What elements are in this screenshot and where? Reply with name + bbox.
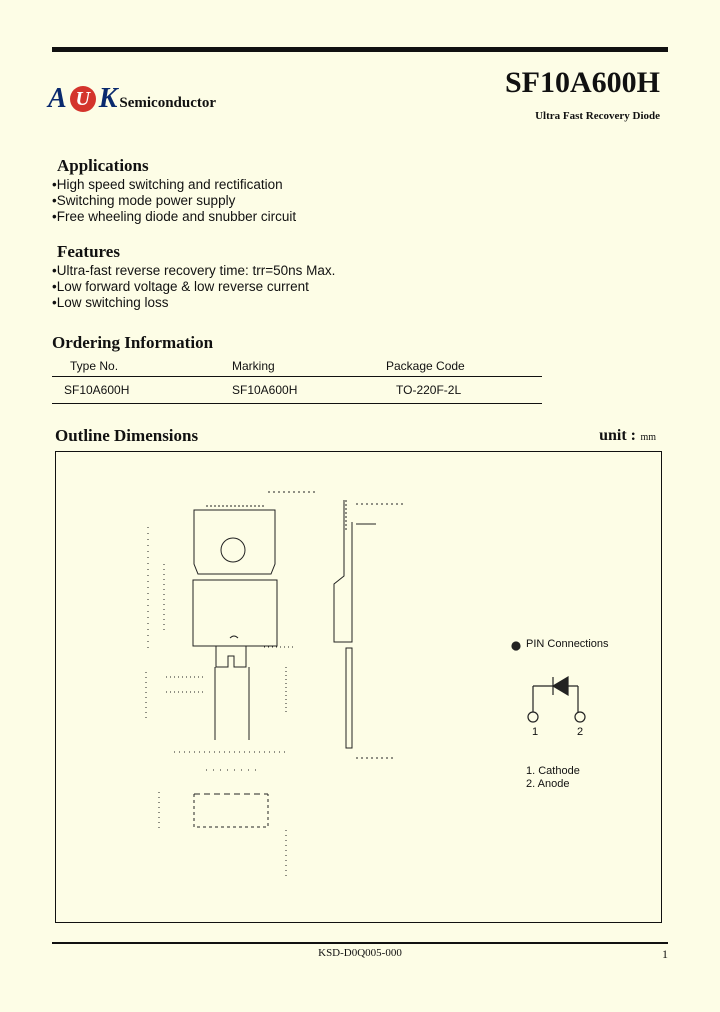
outline-dimensions-box: PIN Connections 1 2 1. Cathode 2. Anode [55,451,662,923]
bottom-rule [52,942,668,944]
part-number-title: SF10A600H [504,66,660,99]
applications-title: Applications [57,156,149,175]
cell-package-code: TO-220F-2L [372,376,542,404]
logo-ball-u: U [69,86,96,112]
pin-list: 1. Cathode 2. Anode [526,765,580,791]
part-subtitle: Ultra Fast Recovery Diode [535,110,660,122]
list-item: 1. Cathode [526,765,580,777]
table-header-row: Type No. Marking Package Code [52,356,542,377]
logo-semiconductor: Semiconductor [119,94,217,111]
col-package-code: Package Code [372,356,542,377]
col-type-no: Type No. [52,356,232,377]
unit-text: unit : [599,427,636,444]
pin-connections-title: PIN Connections [526,638,609,650]
page-number: 1 [662,947,668,961]
features-title: Features [57,242,120,261]
diode-symbol [511,641,586,723]
pin1-number: 1 [532,726,539,738]
list-item: Free wheeling diode and snubber circuit [52,209,296,225]
pin2-number: 2 [577,726,584,738]
list-item: Switching mode power supply [52,193,296,209]
logo-letter-a: A [48,83,67,114]
table-row: SF10A600H SF10A600H TO-220F-2L [52,376,542,404]
list-item: Ultra-fast reverse recovery time: trr=50… [52,263,336,279]
col-marking: Marking [232,356,372,377]
ordering-table: Type No. Marking Package Code SF10A600H … [52,356,542,404]
features-list: Ultra-fast reverse recovery time: trr=50… [52,263,336,311]
list-item: High speed switching and rectification [52,177,296,193]
footer-doc-number: KSD-D0Q005-000 [318,947,402,959]
list-item: Low switching loss [52,295,335,311]
list-item: Low forward voltage & low reverse curren… [52,279,335,295]
unit-label: unit : mm [599,427,656,445]
list-item: 2. Anode [526,778,570,790]
logo-letter-k: K [98,83,118,114]
package-drawing [145,491,586,880]
outline-title: Outline Dimensions [55,426,199,445]
unit-value: mm [640,432,656,443]
cell-type-no: SF10A600H [52,376,232,404]
applications-list: High speed switching and rectification S… [52,177,296,225]
ordering-title: Ordering Information [52,333,214,352]
auk-logo: A U K Semiconductor [48,82,216,116]
cell-marking: SF10A600H [232,376,372,404]
top-rule [52,47,668,52]
